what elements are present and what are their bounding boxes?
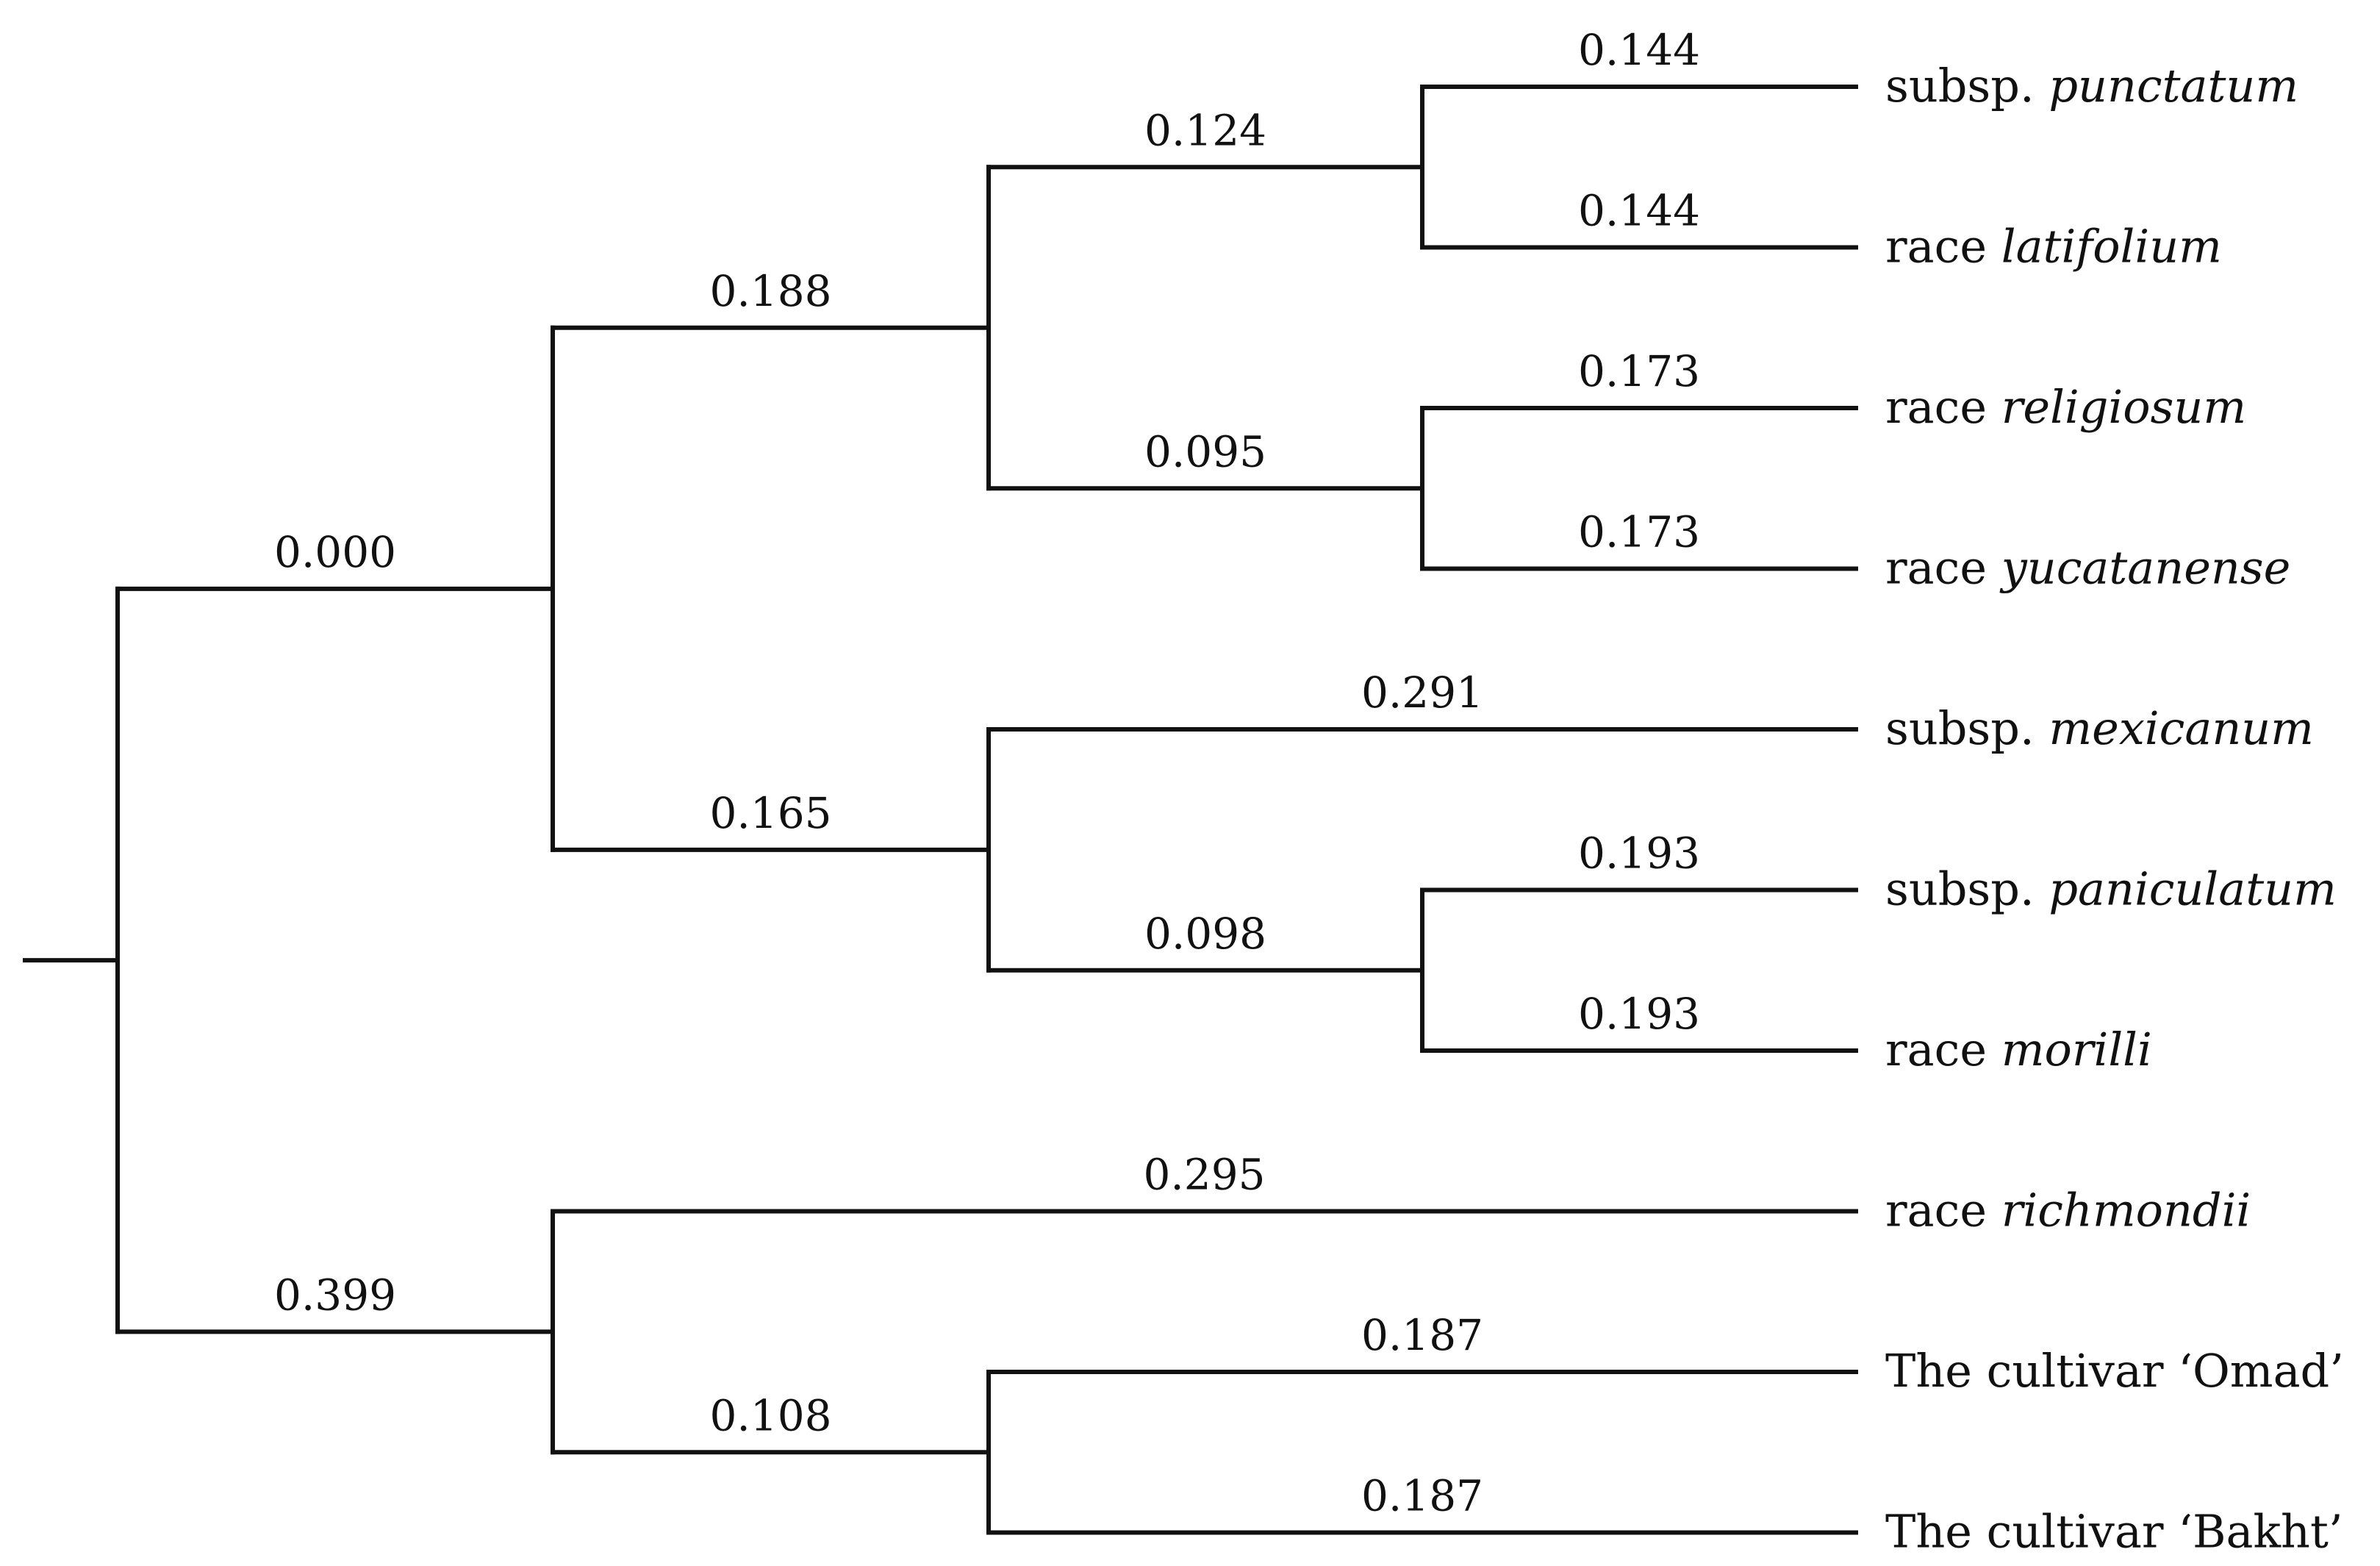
leaf-label-taxon: yucatanense <box>1999 541 2291 595</box>
leaf-label-prefix: race <box>1885 541 2001 595</box>
leaf-label-religiosum: race religiosum <box>1885 380 2246 434</box>
leaf-label-bakht: The cultivar ‘Bakht’ <box>1885 1505 2343 1559</box>
leaf-label-richmondii: race richmondii <box>1885 1184 2251 1237</box>
leaf-label-prefix: subsp. <box>1885 59 2049 112</box>
branch-length-clade-a: 0.000 <box>274 527 396 577</box>
branch-length-leaf-yucatanense: 0.173 <box>1578 507 1700 557</box>
leaf-label-mexicanum: subsp. mexicanum <box>1885 701 2314 755</box>
branch-length-leaf-latifolium: 0.144 <box>1578 186 1700 236</box>
branch-length-leaf-paniculatum: 0.193 <box>1578 829 1700 879</box>
branch-length-leaf-mexicanum: 0.291 <box>1361 668 1483 718</box>
branch-length-clade-b: 0.399 <box>274 1270 396 1320</box>
leaf-label-prefix: The cultivar ‘Bakht’ <box>1885 1505 2343 1559</box>
branch-length-leaf-richmondii: 0.295 <box>1143 1150 1265 1200</box>
branch-length-clade-b2: 0.108 <box>709 1390 831 1440</box>
leaf-label-taxon: richmondii <box>2001 1184 2251 1237</box>
branch-length-leaf-omad: 0.187 <box>1361 1310 1483 1360</box>
leaf-label-punctatum: subsp. punctatum <box>1885 59 2298 112</box>
leaf-label-prefix: The cultivar ‘Omad’ <box>1885 1344 2344 1398</box>
leaf-label-taxon: religiosum <box>2001 380 2246 434</box>
leaf-label-taxon: latifolium <box>2001 220 2222 273</box>
leaf-label-taxon: mexicanum <box>2049 701 2314 755</box>
leaf-label-prefix: race <box>1885 1023 2001 1076</box>
branch-length-clade-a1a: 0.124 <box>1144 105 1266 155</box>
leaf-label-latifolium: race latifolium <box>1885 220 2222 273</box>
branch-length-clade-a1: 0.188 <box>709 266 831 316</box>
leaf-label-prefix: subsp. <box>1885 701 2049 755</box>
branch-length-leaf-morilli: 0.193 <box>1578 989 1700 1039</box>
leaf-label-prefix: subsp. <box>1885 862 2049 916</box>
leaf-label-morilli: race morilli <box>1885 1023 2152 1076</box>
branch-length-clade-a1b: 0.095 <box>1144 426 1266 476</box>
leaf-label-taxon: punctatum <box>2049 59 2298 112</box>
leaf-label-taxon: paniculatum <box>2049 862 2337 916</box>
leaf-label-taxon: morilli <box>2001 1023 2152 1076</box>
leaf-label-prefix: race <box>1885 1184 2001 1237</box>
branch-length-clade-a2: 0.165 <box>709 788 831 838</box>
leaf-label-prefix: race <box>1885 220 2001 273</box>
leaf-label-prefix: race <box>1885 380 2001 434</box>
leaf-label-paniculatum: subsp. paniculatum <box>1885 862 2337 916</box>
branch-length-leaf-bakht: 0.187 <box>1361 1471 1483 1521</box>
leaf-label-yucatanense: race yucatanense <box>1885 541 2290 595</box>
leaf-label-omad: The cultivar ‘Omad’ <box>1885 1344 2344 1398</box>
branch-length-leaf-religiosum: 0.173 <box>1578 346 1700 396</box>
branch-length-leaf-punctatum: 0.144 <box>1578 25 1700 75</box>
branch-length-clade-a2b: 0.098 <box>1144 909 1266 959</box>
